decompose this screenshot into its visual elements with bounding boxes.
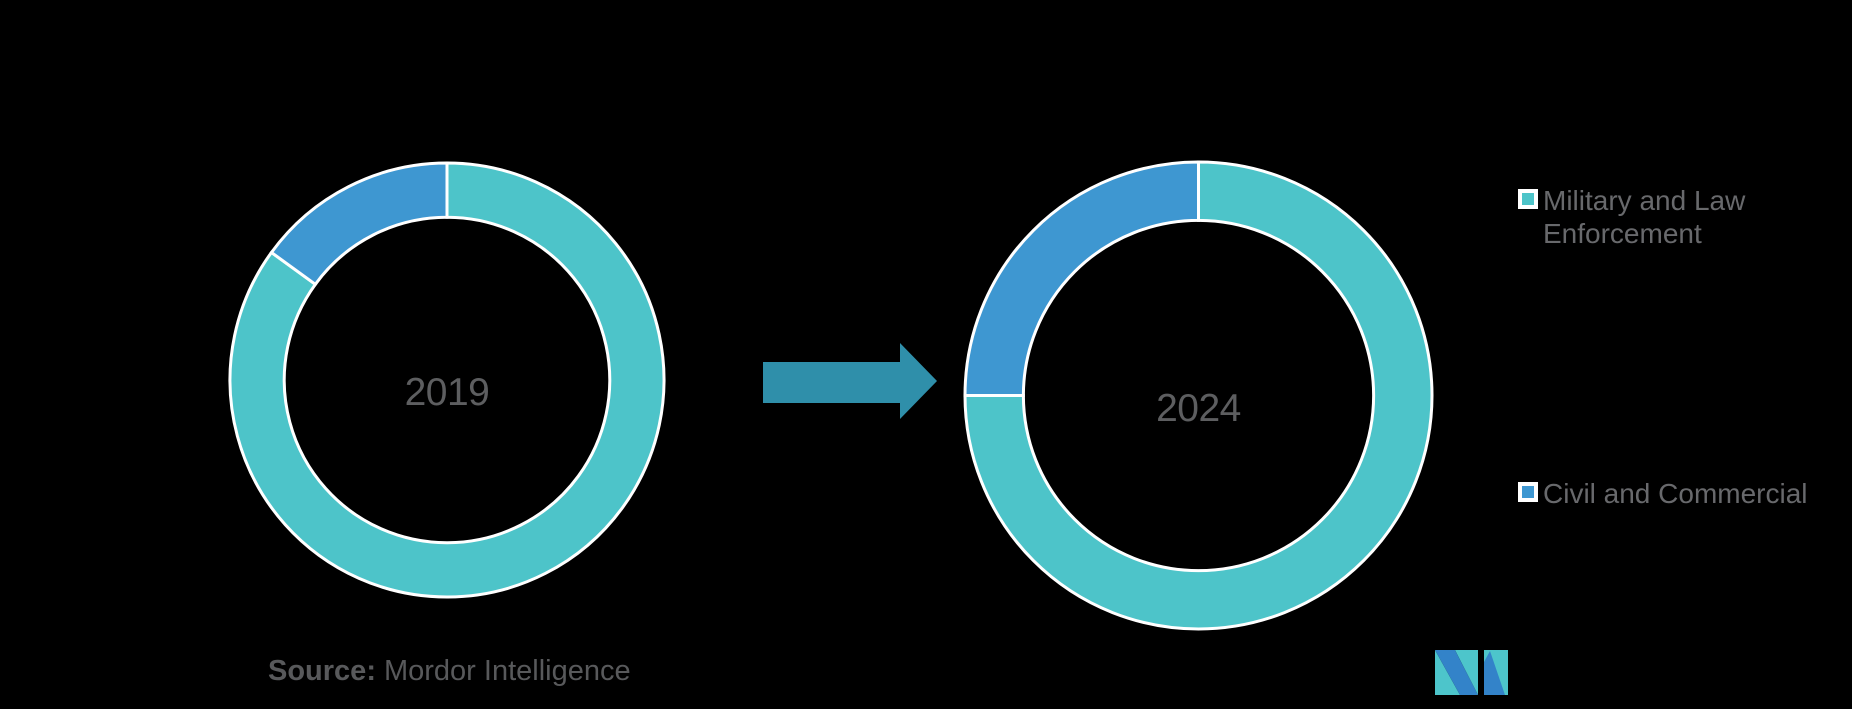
- donut-center-label-2019: 2019: [404, 371, 490, 414]
- legend-swatch-military-icon: [1518, 189, 1538, 209]
- source-prefix: Source:: [268, 655, 376, 687]
- legend-label-military: Military and Law Enforcement: [1543, 185, 1746, 249]
- legend-label-civil: Civil and Commercial: [1543, 478, 1808, 509]
- legend-swatch-civil-icon: [1518, 482, 1538, 502]
- donut-slice-2019-military-and-law-enforcement: [228, 161, 666, 599]
- logo-left-diagonal-band: [1435, 650, 1478, 695]
- legend-item-military-and-law-enforcement: Military and Law Enforcement: [1518, 184, 1761, 250]
- donut-slice-2024-civil-and-commercial: [963, 160, 1200, 397]
- arrow-right-shape: [763, 343, 937, 419]
- donut-chart-2019-svg: [228, 161, 666, 599]
- donut-slice-2019-civil-and-commercial: [269, 161, 449, 287]
- arrow-right-icon: [763, 343, 937, 419]
- donut-slice-2024-military-and-law-enforcement: [963, 160, 1434, 631]
- source-attribution: Source:Mordor Intelligence: [268, 655, 631, 688]
- donut-chart-2024: 2024: [962, 159, 1435, 632]
- source-text: Mordor Intelligence: [383, 655, 631, 687]
- mordor-intelligence-logo-icon: [1435, 650, 1508, 695]
- logo-right-diagonal: [1484, 651, 1505, 695]
- donut-center-label-2024: 2024: [1156, 386, 1241, 430]
- donut-chart-2019: 2019: [227, 160, 667, 600]
- legend-item-civil-and-commercial: Civil and Commercial: [1518, 477, 1808, 510]
- donut-chart-2024-svg: [963, 160, 1434, 631]
